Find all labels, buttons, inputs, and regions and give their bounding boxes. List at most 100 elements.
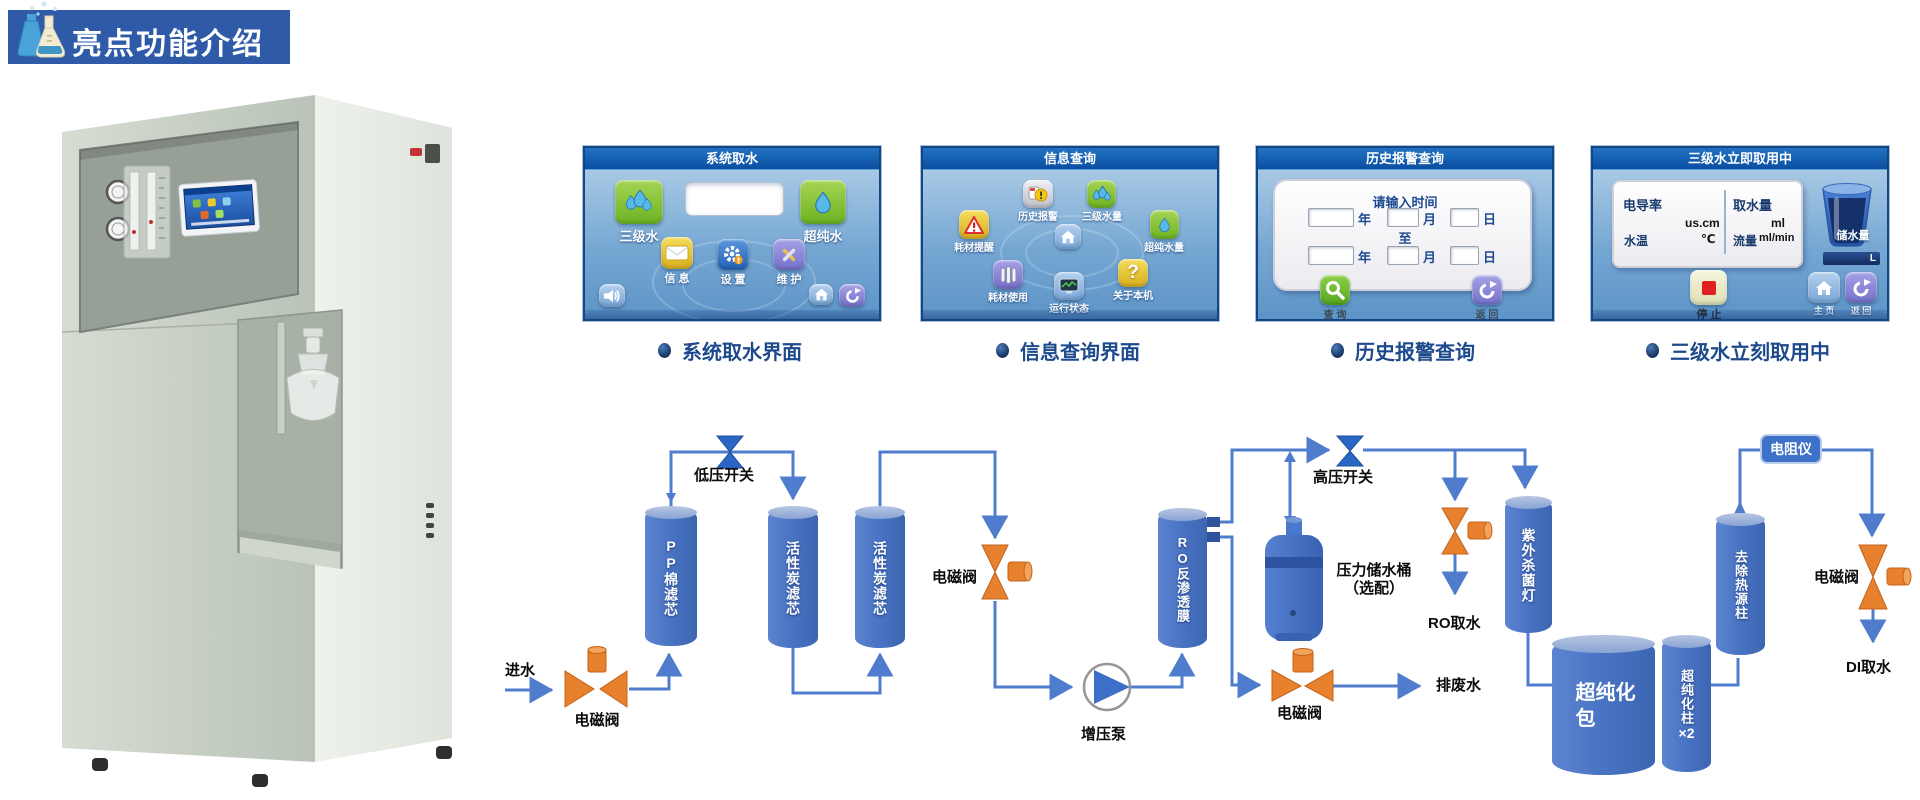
cylinder-top: [1552, 635, 1655, 653]
caption-text: 三级水立刻取用中: [1670, 341, 1830, 364]
year-label: 年: [1358, 212, 1372, 227]
solenoid-valve-4: [1858, 544, 1912, 610]
page-title: 亮点功能介绍: [72, 28, 264, 61]
cabinet-side: [315, 95, 452, 762]
stop-label: 停 止: [1680, 306, 1738, 319]
home-icon: [1816, 280, 1832, 295]
inlet-label: 进水: [505, 662, 536, 679]
stop-square-icon: [1701, 280, 1716, 295]
heat-column-label: 去除热源柱: [1733, 550, 1748, 620]
bullet-icon: [1646, 342, 1659, 358]
water-drop-icon: [1159, 217, 1170, 233]
home-icon: [1060, 230, 1076, 243]
search-icon: [1326, 281, 1345, 300]
conductivity-label: 电导率: [1623, 198, 1663, 213]
home-button: [1055, 224, 1081, 249]
header-badge: 亮点功能介绍: [8, 1, 290, 64]
ro-port: [1207, 517, 1220, 527]
history-alarm-button: [1023, 180, 1053, 208]
end-day-input: [1450, 246, 1479, 265]
warning-triangle-icon: [964, 215, 984, 234]
water-drops-icon: [1092, 185, 1111, 200]
end-month-input: [1387, 246, 1419, 265]
intake-label: 取水量: [1733, 198, 1773, 213]
return-arrow-icon: [1853, 278, 1871, 296]
machine-touchscreen: [178, 179, 261, 237]
return-arrow-icon: [1479, 281, 1497, 299]
solenoid-1-label: 电磁阀: [574, 712, 620, 729]
dispenser-alcove: [237, 309, 343, 569]
side-slot: [425, 144, 440, 163]
caption-text: 历史报警查询: [1355, 341, 1475, 364]
storage-label: 储水量: [1836, 230, 1870, 242]
solenoid-2-label: 电磁阀: [932, 569, 978, 586]
ultrapure-column-x2: ×2: [1678, 724, 1695, 741]
beaker-icon: [1822, 183, 1872, 247]
back-button: [839, 284, 865, 307]
caption-info-query: 信息查询界面: [921, 336, 1215, 364]
monitor-icon: [1059, 278, 1079, 294]
start-day-input: [1450, 208, 1479, 227]
high-pressure-switch: [1335, 435, 1365, 467]
home-button: [1808, 272, 1840, 303]
caption-system-dispense: 系统取水界面: [583, 336, 877, 364]
temp-unit: ℃: [1701, 232, 1716, 246]
pressure-tank: [1265, 517, 1323, 641]
cylinder-top: [768, 506, 818, 519]
date-query-panel: [1273, 179, 1532, 291]
screen-body: 三级水 超纯水 信 息 设 置: [585, 170, 879, 319]
flow-unit: ml/min: [1759, 232, 1795, 244]
carbon-filter-label: 活性炭滤芯: [872, 540, 888, 616]
run-status-label: 运行状态: [1034, 300, 1104, 315]
screen-body: 历史报警 三级水量 耗材提醒 超纯水量: [923, 170, 1217, 319]
tertiary-water-label: 三级水: [619, 229, 659, 244]
caption-text: 信息查询界面: [1020, 341, 1140, 364]
panel-divider: [1724, 190, 1726, 254]
ultrapure-pack: 超纯化 包: [1552, 635, 1655, 775]
search-label: 查 询: [1323, 310, 1347, 319]
flow-meter: [123, 165, 171, 259]
storage-volume-box: L: [1823, 252, 1880, 265]
ro-port: [1207, 532, 1220, 542]
screen-title-bar: 历史报警查询: [1258, 148, 1552, 170]
search-button: [1320, 275, 1350, 305]
water-drop-icon: [815, 191, 831, 214]
run-status-button: [1054, 272, 1084, 300]
uv-lamp-label: 紫外杀菌灯: [1520, 528, 1537, 603]
day-label: 日: [1483, 250, 1497, 265]
screen-title-bar: 三级水立即取用中: [1593, 148, 1887, 170]
heat-source-removal-column: 去除热源柱: [1716, 513, 1765, 655]
water-drops-icon: [625, 189, 652, 211]
caption-text: 系统取水界面: [682, 341, 802, 364]
consumable-use-button: [993, 260, 1023, 289]
tank-label-line2: （选配）: [1343, 580, 1404, 597]
bullet-icon: [996, 342, 1009, 358]
history-alarm-label: 历史报警: [1018, 212, 1058, 223]
dispenser-nozzle: [286, 327, 340, 421]
ultrapure-column: 超纯化柱 ×2: [1662, 635, 1711, 772]
tank-label: 压力储水桶 （选配）: [1329, 562, 1419, 598]
power-button: [410, 148, 422, 156]
question-mark-icon: ?: [1127, 262, 1139, 283]
resistivity-meter: 电阻仪: [1760, 434, 1822, 464]
solenoid-valve-3: [1271, 648, 1334, 702]
screen-body: 电导率 us.cm 水温 ℃ 取水量 ml 流量 ml/min 储水量 L 停 …: [1593, 170, 1887, 319]
back-label: 返 回: [1475, 310, 1499, 319]
speaker-icon: [604, 289, 620, 302]
solenoid-valve-2: [981, 544, 1033, 600]
consumable-alert-label: 耗材提醒: [954, 243, 994, 254]
caster-wheels: [92, 746, 452, 787]
consumable-use-label: 耗材使用: [988, 293, 1028, 304]
waste-label: 排废水: [1436, 677, 1482, 694]
caption-tertiary-dispensing: 三级水立刻取用中: [1591, 336, 1885, 364]
water-temp-label: 水温: [1624, 234, 1649, 248]
solenoid-valve-1: [564, 646, 628, 708]
maintenance-label: 维 护: [776, 274, 802, 286]
readings-panel: [1612, 180, 1803, 268]
tools-icon: [782, 248, 796, 261]
cylinder-top: [1505, 496, 1552, 509]
back-button: [1845, 272, 1877, 303]
home-icon: [814, 288, 828, 301]
di-tap-label: DI取水: [1846, 659, 1892, 676]
month-label: 月: [1423, 212, 1437, 227]
